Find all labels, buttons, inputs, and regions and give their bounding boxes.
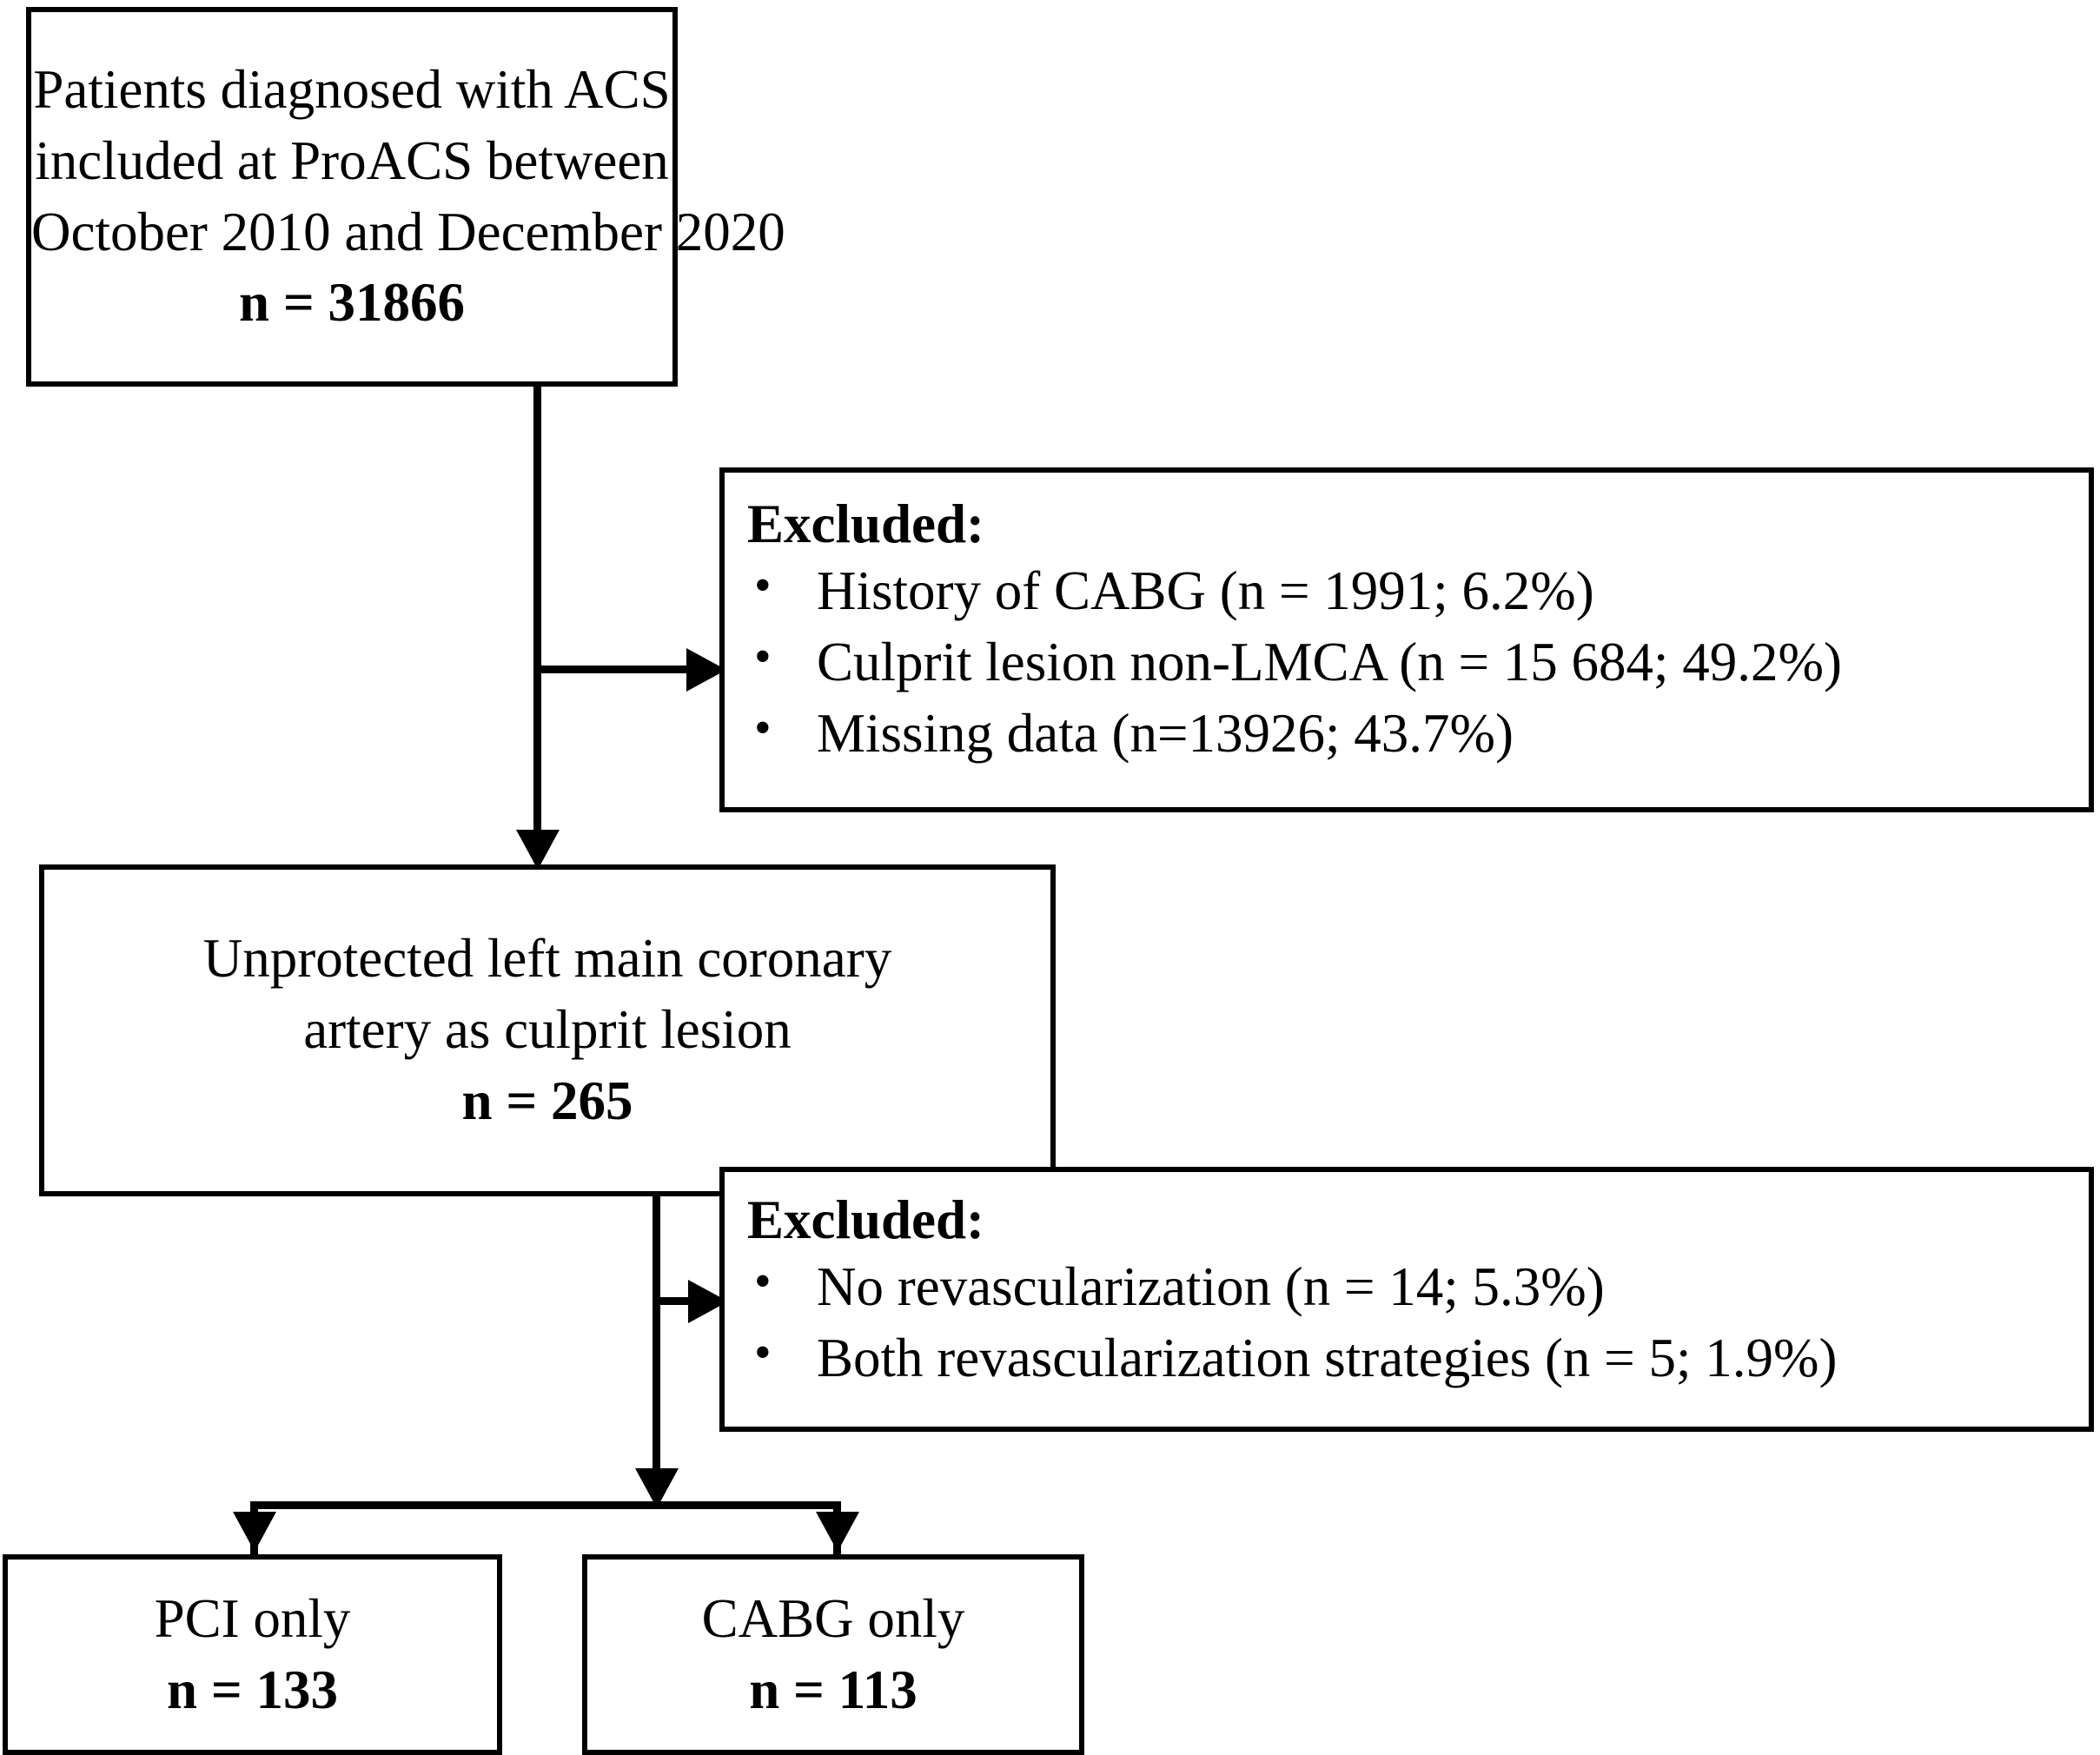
connector-trunk-2	[653, 1195, 660, 1490]
exclusions-2-item-text: No revascularization (n = 14; 5.3%)	[817, 1256, 1605, 1318]
connector-split-bar	[250, 1501, 841, 1509]
node-eligible-cohort: Unprotected left main coronary artery as…	[39, 864, 1056, 1196]
arm-cabg-label: CABG only	[701, 1587, 965, 1649]
source-cohort-line-1: Patients diagnosed with ACS	[33, 58, 671, 120]
bullet-icon: •	[754, 701, 772, 756]
arm-pci-count: n = 133	[167, 1659, 338, 1720]
eligible-cohort-count: n = 265	[461, 1070, 633, 1131]
exclusions-2-item: • No revascularization (n = 14; 5.3%)	[747, 1252, 2089, 1323]
node-source-cohort: Patients diagnosed with ACS included at …	[26, 7, 785, 387]
arrow-into-arm-cabg	[816, 1512, 859, 1552]
eligible-cohort-line-2: artery as culprit lesion	[303, 999, 792, 1061]
exclusions-2-title: Excluded:	[747, 1189, 985, 1250]
node-exclusions-1: Excluded: • History of CABG (n = 1991; 6…	[719, 467, 2094, 812]
exclusions-2-item: • Both revascularization strategies (n =…	[747, 1323, 2089, 1394]
exclusions-1-list: • History of CABG (n = 1991; 6.2%) • Cul…	[725, 556, 2089, 770]
exclusions-2-item-text: Both revascularization strategies (n = 5…	[817, 1328, 1838, 1389]
node-arm-pci: PCI only n = 133	[3, 1554, 502, 1755]
bullet-icon: •	[754, 559, 772, 613]
exclusions-2-list: • No revascularization (n = 14; 5.3%) • …	[725, 1252, 2089, 1394]
arm-pci-label: PCI only	[154, 1587, 351, 1649]
node-exclusions-2: Excluded: • No revascularization (n = 14…	[719, 1167, 2094, 1432]
source-cohort-line-2: included at ProACS between	[35, 129, 669, 191]
exclusions-1-item: • Missing data (n=13926; 43.7%)	[747, 699, 2089, 770]
node-arm-cabg: CABG only n = 113	[582, 1554, 1084, 1755]
exclusions-1-item-text: Missing data (n=13926; 43.7%)	[817, 703, 1514, 765]
arrow-into-arm-pci	[233, 1512, 276, 1552]
source-cohort-count: n = 31866	[239, 272, 465, 334]
exclusions-1-item-text: Culprit lesion non-LMCA (n = 15 684; 49.…	[817, 632, 1842, 693]
eligible-cohort-line-1: Unprotected left main coronary	[202, 928, 892, 990]
exclusions-1-item-text: History of CABG (n = 1991; 6.2%)	[817, 560, 1594, 622]
exclusions-1-item: • History of CABG (n = 1991; 6.2%)	[747, 556, 2089, 627]
connector-trunk-1	[533, 385, 541, 863]
bullet-icon: •	[754, 1255, 772, 1309]
bullet-icon: •	[754, 630, 772, 685]
source-cohort-line-3: October 2010 and December 2020	[31, 201, 785, 262]
arm-cabg-count: n = 113	[749, 1659, 918, 1720]
exclusions-1-title: Excluded:	[747, 493, 985, 554]
connector-branch-exclusions-2	[653, 1297, 709, 1305]
connector-branch-exclusions-1	[533, 666, 707, 673]
bullet-icon: •	[754, 1326, 772, 1381]
arrow-into-eligible-cohort	[516, 830, 560, 870]
exclusions-1-item: • Culprit lesion non-LMCA (n = 15 684; 4…	[747, 627, 2089, 699]
